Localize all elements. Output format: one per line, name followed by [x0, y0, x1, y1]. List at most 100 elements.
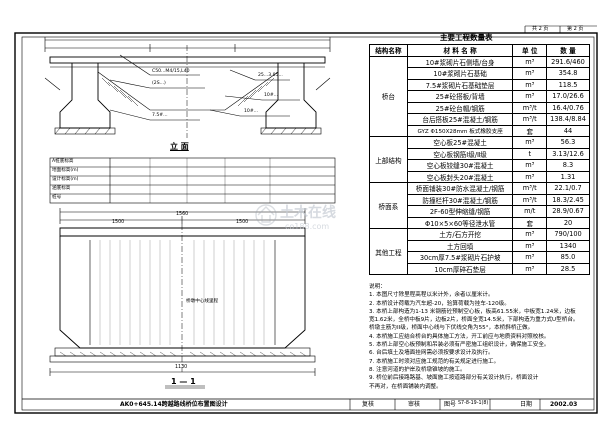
material-cell: Φ10×5×60等径泄水管	[406, 216, 514, 229]
section-dim-left: 1500	[112, 220, 125, 225]
unit-cell: t	[512, 147, 548, 160]
material-cell: 土方/石方开挖	[406, 228, 514, 241]
material-cell: 25#砼台帽/钢筋	[406, 101, 514, 114]
section-center-label: 桥墩中心线里程	[186, 299, 219, 304]
table-row: 桥面系 桥面铺装30#防水混凝土/钢筋 m³/t 22.1/0.7	[369, 182, 590, 229]
material-cell: 桥面铺装30#防水混凝土/钢筋	[406, 182, 514, 195]
material-cell: 防撞栏杆30#混凝土/钢筋	[406, 193, 514, 206]
col-header: 单 位	[512, 44, 548, 57]
cross-section	[49, 208, 316, 376]
quantity-cell: 138.4/8.84	[546, 113, 590, 126]
material-cell: 空心板封头20#混凝土	[406, 170, 514, 183]
quantity-cell: 8.3	[546, 159, 590, 172]
material-cell: 10#浆砌片石侧墙/台身	[406, 55, 514, 68]
unit-cell: 套	[512, 124, 548, 137]
profile-label: 桩号	[52, 195, 62, 200]
unit-cell: m³	[512, 251, 548, 264]
material-cell: 10#浆砌片石基础	[406, 67, 514, 80]
unit-cell: m³	[512, 170, 548, 183]
table-row: 2F-60型伸缩缝/钢筋 m/t 28.9/0.67	[370, 205, 590, 218]
quantity-cell: 22.1/0.7	[546, 182, 590, 195]
unit-cell: m³/t	[512, 113, 548, 126]
quantity-cell: 790/100	[546, 228, 590, 241]
table-row: 30cm厚7.5#浆砌片石护坡 m³ 85.0	[370, 251, 590, 264]
note-line: 3. 本桥上部构造为1-13 米钢筋砼预制空心板，板高61.55米，中板宽1.2…	[369, 308, 576, 315]
elevation-note-4: 10#...	[264, 93, 279, 98]
material-cell: 土方回填	[406, 239, 514, 252]
table-row: 其他工程 土方/石方开挖 m³ 790/100	[369, 228, 590, 275]
group-name: 上部结构	[369, 136, 408, 183]
note-line: 7. 本桥施工时须对应施工规范的有关规定进行施工。	[369, 358, 500, 365]
table-row: 台后搭板25#混凝土/钢筋 m³/t 138.4/8.84	[370, 113, 590, 126]
quantities-table: 结构名称 材 料 名 称 单 位 数 量 桥台 10#浆砌片石侧墙/台身 m³ …	[369, 44, 590, 275]
quantity-cell: 85.0	[546, 251, 590, 264]
note-line: 不再对，在桥面铺装内调整。	[369, 383, 442, 390]
date: 2002.03	[550, 401, 578, 408]
note-line: 宽1.62米，全桥中板9片，边板2片，桥面全宽14.5米，下部构造为重力式U型桥…	[369, 317, 579, 324]
quantity-cell: 56.3	[546, 136, 590, 149]
note-line: 8. 注意河道的护岸及桥墩锥坡的施工。	[369, 366, 466, 373]
quantity-cell: 16.4/0.76	[546, 101, 590, 114]
table-header-row: 结构名称 材 料 名 称 单 位 数 量	[369, 44, 590, 57]
watermark-text: 土木在线	[280, 205, 336, 221]
material-cell: 10cm厚碎石垫层	[406, 262, 514, 275]
drawing-name: AK0+645.14跨越路线桥位布置图设计	[120, 401, 228, 408]
material-cell: 2F-60型伸缩缝/钢筋	[406, 205, 514, 218]
col-header: 材 料 名 称	[406, 44, 514, 57]
quantity-cell: 44	[546, 124, 590, 137]
elevation-note-5: 10#...	[244, 109, 259, 114]
quantity-cell: 118.5	[546, 78, 590, 91]
unit-cell: m³	[512, 136, 548, 149]
table-row: Φ10×5×60等径泄水管 套 20	[370, 216, 590, 229]
material-cell: 7.5#浆砌片石基础垫层	[406, 78, 514, 91]
quantity-cell: 354.8	[546, 67, 590, 80]
note-line: 9. 桥位前后接路路基、坡面施工按道路部分有关设计执行，桥面设计	[369, 375, 539, 382]
quantities-title: 主要工程数量表	[440, 33, 493, 42]
note-line: 2. 本桥设计荷载为汽车超-20，验算荷载为挂车-120级。	[369, 300, 510, 307]
quantity-cell: 28.5	[546, 262, 590, 275]
table-row: 10cm厚碎石垫层 m³ 28.5	[370, 262, 590, 275]
table-row: GYZ Φ150X28mm 板式橡胶支座 套 44	[370, 124, 590, 137]
profile-grid	[49, 157, 336, 204]
section-dim-top: 1560	[176, 212, 189, 217]
unit-cell: m³	[512, 239, 548, 252]
note-line: 5. 本桥上部空心板预制和吊装必须有严密施工组织设计，确保施工安全。	[369, 342, 550, 349]
profile-label: A桩底标高	[52, 159, 74, 164]
unit-cell: m³	[512, 228, 548, 241]
material-cell: 空心板铰缝30#混凝土	[406, 159, 514, 172]
drawing-no: S7-8-19-1(8)	[458, 401, 489, 406]
group-name: 其他工程	[369, 228, 408, 275]
quantity-cell: 3.13/12.6	[546, 147, 590, 160]
watermark-logo	[255, 204, 277, 226]
table-row: 防撞栏杆30#混凝土/钢筋 m³/t 18.3/2.45	[370, 193, 590, 206]
unit-cell: m³/t	[512, 182, 548, 195]
profile-label: 地面标高(m)	[52, 168, 79, 173]
quantity-cell: 28.9/0.67	[546, 205, 590, 218]
table-row: 空心板钢筋Ⅰ级/Ⅱ级 t 3.13/12.6	[370, 147, 590, 160]
elevation-note-6: 7.5#...	[152, 113, 168, 118]
sheet-number: 第 2 页	[567, 26, 584, 32]
design-notes: 说明： 1. 本图尺寸除里程高程以米计外，余者以厘米计。 2. 本桥设计荷载为汽…	[369, 283, 591, 391]
quantity-cell: 17.0/26.6	[546, 90, 590, 103]
unit-cell: m³	[512, 90, 548, 103]
table-row: 上部结构 空心板25#混凝土 m³ 56.3	[369, 136, 590, 183]
unit-cell: m³	[512, 55, 548, 68]
unit-cell: m³/t	[512, 101, 548, 114]
note-line: 4. 本桥施工应结合桥台的具体施工方法，开工前应与地质资料对照校核。	[369, 333, 550, 340]
profile-label: 设计标高(m)	[52, 177, 79, 182]
group-name: 桥台	[369, 55, 408, 137]
table-row: 土方回填 m³ 1340	[370, 239, 590, 252]
review-label: 审核	[408, 401, 421, 408]
section-dim-right: 1500	[236, 220, 249, 225]
notes-heading: 说明：	[369, 284, 386, 290]
quantity-cell: 18.3/2.45	[546, 193, 590, 206]
unit-cell: 套	[512, 216, 548, 229]
quantity-cell: 291.6/460	[546, 55, 590, 68]
profile-label: 涵底标高	[52, 186, 71, 191]
material-cell: 30cm厚7.5#浆砌片石护坡	[406, 251, 514, 264]
elevation-view	[44, 37, 331, 138]
total-sheets: 共 2 页	[532, 26, 549, 32]
unit-cell: m³	[512, 78, 548, 91]
note-line: 桥墩主筋为II级，桥面中心线与下伏线交角为55°，本桥斜桥正做。	[369, 325, 534, 332]
check-label: 复核	[362, 401, 375, 408]
